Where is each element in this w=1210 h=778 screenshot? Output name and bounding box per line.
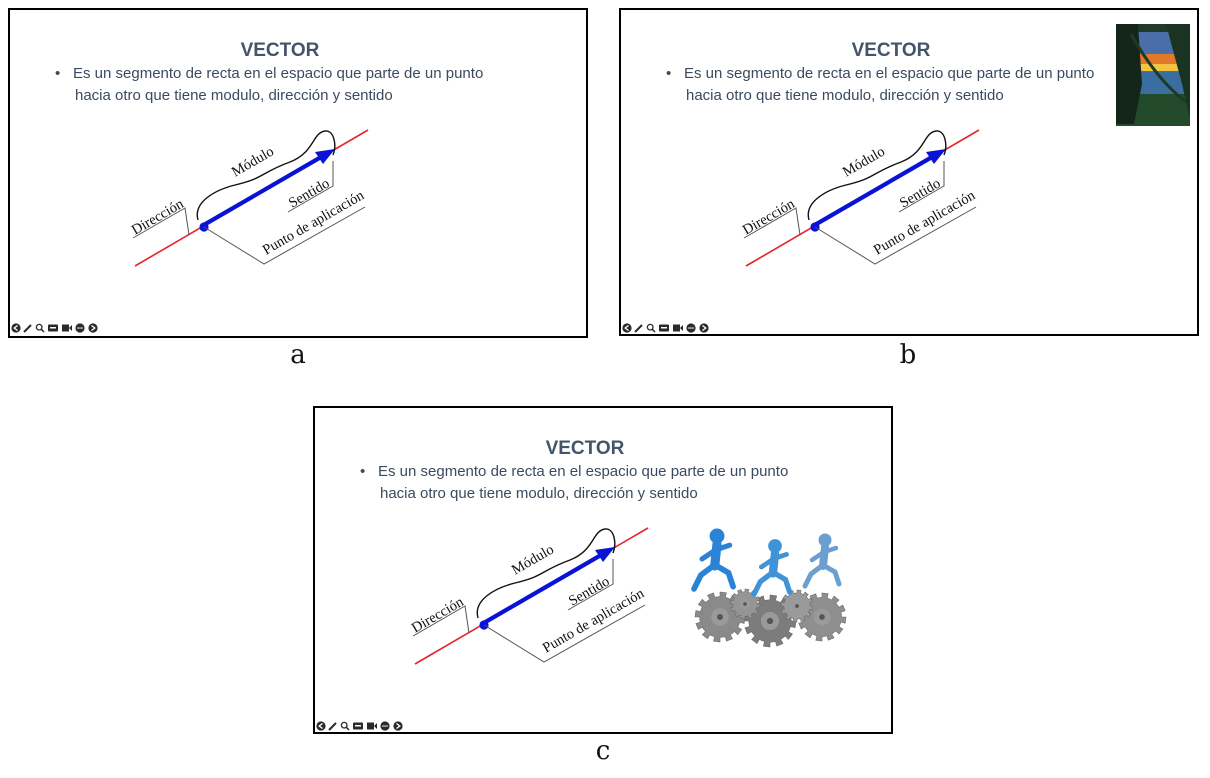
slide-panel-b: VECTOR • Es un segmento de recta en el esp… xyxy=(619,8,1199,336)
slide-canvas: VECTOR • Es un segmento de recta en el esp… xyxy=(11,40,483,333)
bullet-icon: • xyxy=(360,463,365,480)
arrowhead xyxy=(315,149,335,164)
slide-body-line: Es un segmento de recta en el espacio qu… xyxy=(378,463,788,480)
slideshow-toolbar[interactable] xyxy=(316,721,403,731)
pen-icon[interactable] xyxy=(328,722,337,731)
slide-panel-a: VECTOR • Es un segmento de recta en el esp… xyxy=(8,8,588,338)
sense-bracket xyxy=(287,161,334,213)
video-icon[interactable] xyxy=(62,324,72,332)
more-icon[interactable] xyxy=(380,721,390,731)
arrowhead xyxy=(595,547,615,562)
arrowhead xyxy=(926,149,946,164)
video-icon[interactable] xyxy=(673,324,683,332)
direction-bracket xyxy=(412,605,470,637)
next-icon[interactable] xyxy=(88,323,98,333)
more-icon[interactable] xyxy=(686,323,696,333)
slideshow-toolbar[interactable] xyxy=(622,323,709,333)
direction-label: Dirección xyxy=(740,196,798,239)
slide-canvas: VECTOR • Es un segmento de recta en el esp… xyxy=(622,24,1190,333)
application-bracket xyxy=(483,604,646,663)
captions-icon[interactable] xyxy=(659,324,669,332)
direction-bracket xyxy=(743,207,801,239)
slide-canvas: VECTOR • Es un segmento de recta en el esp… xyxy=(316,438,847,731)
more-icon[interactable] xyxy=(75,323,85,333)
module-label: Módulo xyxy=(229,144,277,181)
pen-icon[interactable] xyxy=(634,324,643,333)
zoom-icon[interactable] xyxy=(646,323,656,333)
prev-icon[interactable] xyxy=(11,323,21,333)
module-label: Módulo xyxy=(509,542,557,579)
captions-icon[interactable] xyxy=(48,324,58,332)
vector-arrow xyxy=(480,549,610,626)
bullet-icon: • xyxy=(666,65,671,82)
direction-label: Dirección xyxy=(129,196,187,239)
caption-b: b xyxy=(899,340,917,370)
module-brace xyxy=(807,130,947,221)
slide-title: VECTOR xyxy=(241,40,320,61)
slide-body-line: hacia otro que tiene modulo, dirección y… xyxy=(380,485,698,502)
zoom-icon[interactable] xyxy=(35,323,45,333)
slide-panel-c: VECTOR • Es un segmento de recta en el esp… xyxy=(313,406,893,734)
direction-label: Dirección xyxy=(409,594,467,637)
slide-body-line: hacia otro que tiene modulo, dirección y… xyxy=(75,87,393,104)
landscape-photo xyxy=(1116,24,1190,126)
prev-icon[interactable] xyxy=(316,721,326,731)
direction-bracket xyxy=(132,207,190,239)
pen-icon[interactable] xyxy=(23,324,32,333)
slide-body-line: Es un segmento de recta en el espacio qu… xyxy=(73,65,483,82)
prev-icon[interactable] xyxy=(622,323,632,333)
sense-bracket xyxy=(898,161,945,213)
vector-arrow xyxy=(811,151,941,228)
module-label: Módulo xyxy=(840,144,888,181)
caption-c: c xyxy=(595,736,611,766)
video-icon[interactable] xyxy=(367,722,377,730)
vector-arrow xyxy=(200,151,330,228)
next-icon[interactable] xyxy=(699,323,709,333)
application-point xyxy=(479,620,489,630)
application-bracket xyxy=(203,206,366,265)
running-figures-gears-illustration xyxy=(691,528,847,648)
next-icon[interactable] xyxy=(393,721,403,731)
bullet-icon: • xyxy=(55,65,60,82)
slide-title: VECTOR xyxy=(546,438,625,459)
captions-icon[interactable] xyxy=(353,722,363,730)
zoom-icon[interactable] xyxy=(340,721,350,731)
sense-bracket xyxy=(567,559,614,611)
module-brace xyxy=(476,528,616,619)
slide-body-line: hacia otro que tiene modulo, dirección y… xyxy=(686,87,1004,104)
application-bracket xyxy=(814,206,977,265)
slideshow-toolbar[interactable] xyxy=(11,323,98,333)
slide-body-line: Es un segmento de recta en el espacio qu… xyxy=(684,65,1094,82)
slide-title: VECTOR xyxy=(852,40,931,61)
caption-a: a xyxy=(290,340,306,370)
module-brace xyxy=(196,130,336,221)
